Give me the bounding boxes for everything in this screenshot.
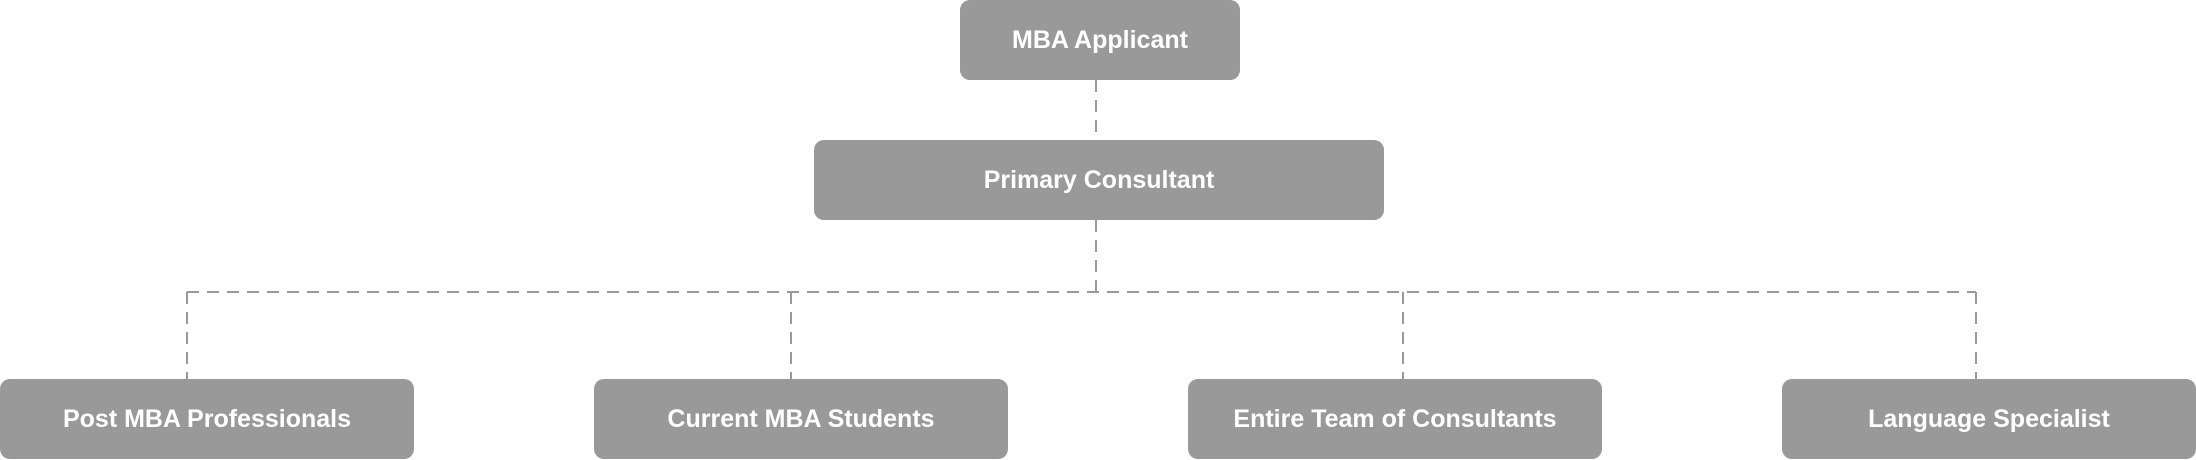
node-primary-consultant: Primary Consultant: [814, 140, 1384, 220]
node-label: Language Specialist: [1868, 404, 2110, 433]
node-current-mba-students: Current MBA Students: [594, 379, 1008, 459]
node-label: Post MBA Professionals: [62, 404, 352, 433]
node-language-specialist: Language Specialist: [1782, 379, 2196, 459]
node-label: MBA Applicant: [1012, 25, 1188, 54]
node-post-mba-professionals: Post MBA Professionals: [0, 379, 414, 459]
node-label: Current MBA Students: [667, 404, 935, 433]
node-label: Primary Consultant: [983, 165, 1215, 194]
node-mba-applicant: MBA Applicant: [960, 0, 1240, 80]
node-entire-team-of-consultants: Entire Team of Consultants: [1188, 379, 1602, 459]
node-label: Entire Team of Consultants: [1233, 404, 1557, 433]
